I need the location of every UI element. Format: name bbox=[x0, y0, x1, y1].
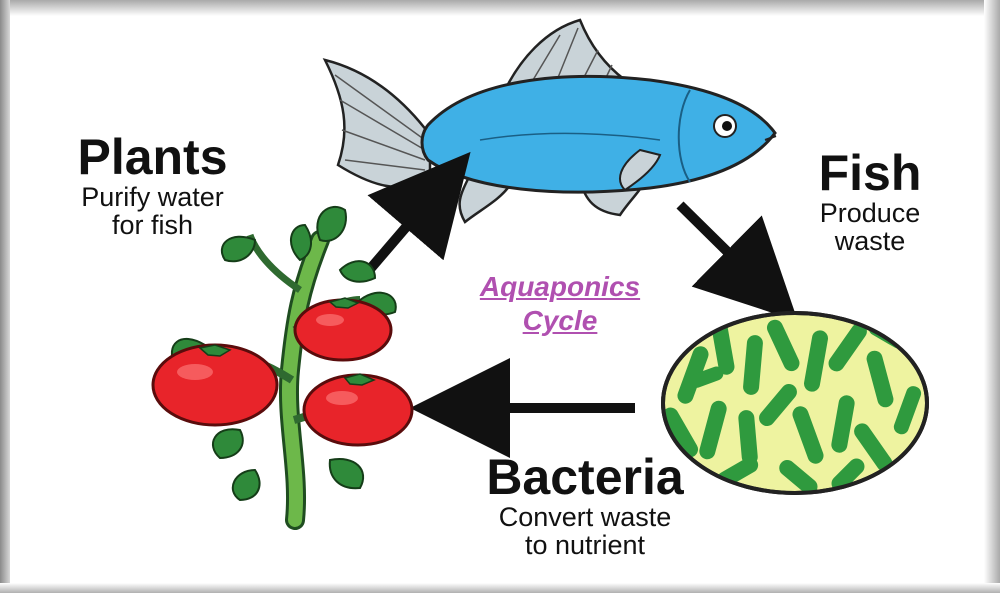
fish-label-group: Fish Produce waste bbox=[780, 148, 960, 256]
fish-title: Fish bbox=[780, 148, 960, 199]
bacteria-label-group: Bacteria Convert waste to nutrient bbox=[430, 452, 740, 560]
tomato-plant-illustration bbox=[153, 207, 412, 520]
bacteria-title: Bacteria bbox=[430, 452, 740, 503]
arrow-plants-to-fish bbox=[365, 205, 425, 275]
cycle-line2: Cycle bbox=[415, 304, 705, 338]
plants-title: Plants bbox=[35, 132, 270, 183]
plants-label-group: Plants Purify water for fish bbox=[35, 132, 270, 240]
plants-desc-line2: for fish bbox=[35, 211, 270, 239]
fish-desc-line1: Produce bbox=[780, 199, 960, 227]
fish-desc-line2: waste bbox=[780, 227, 960, 255]
fish-illustration bbox=[325, 20, 776, 222]
cycle-line1: Aquaponics bbox=[415, 270, 705, 304]
arrow-fish-to-bacteria bbox=[680, 205, 748, 272]
bacteria-desc-line2: to nutrient bbox=[430, 531, 740, 559]
aquaponics-cycle-label: Aquaponics Cycle bbox=[415, 270, 705, 337]
bacteria-desc-line1: Convert waste bbox=[430, 503, 740, 531]
plants-desc-line1: Purify water bbox=[35, 183, 270, 211]
